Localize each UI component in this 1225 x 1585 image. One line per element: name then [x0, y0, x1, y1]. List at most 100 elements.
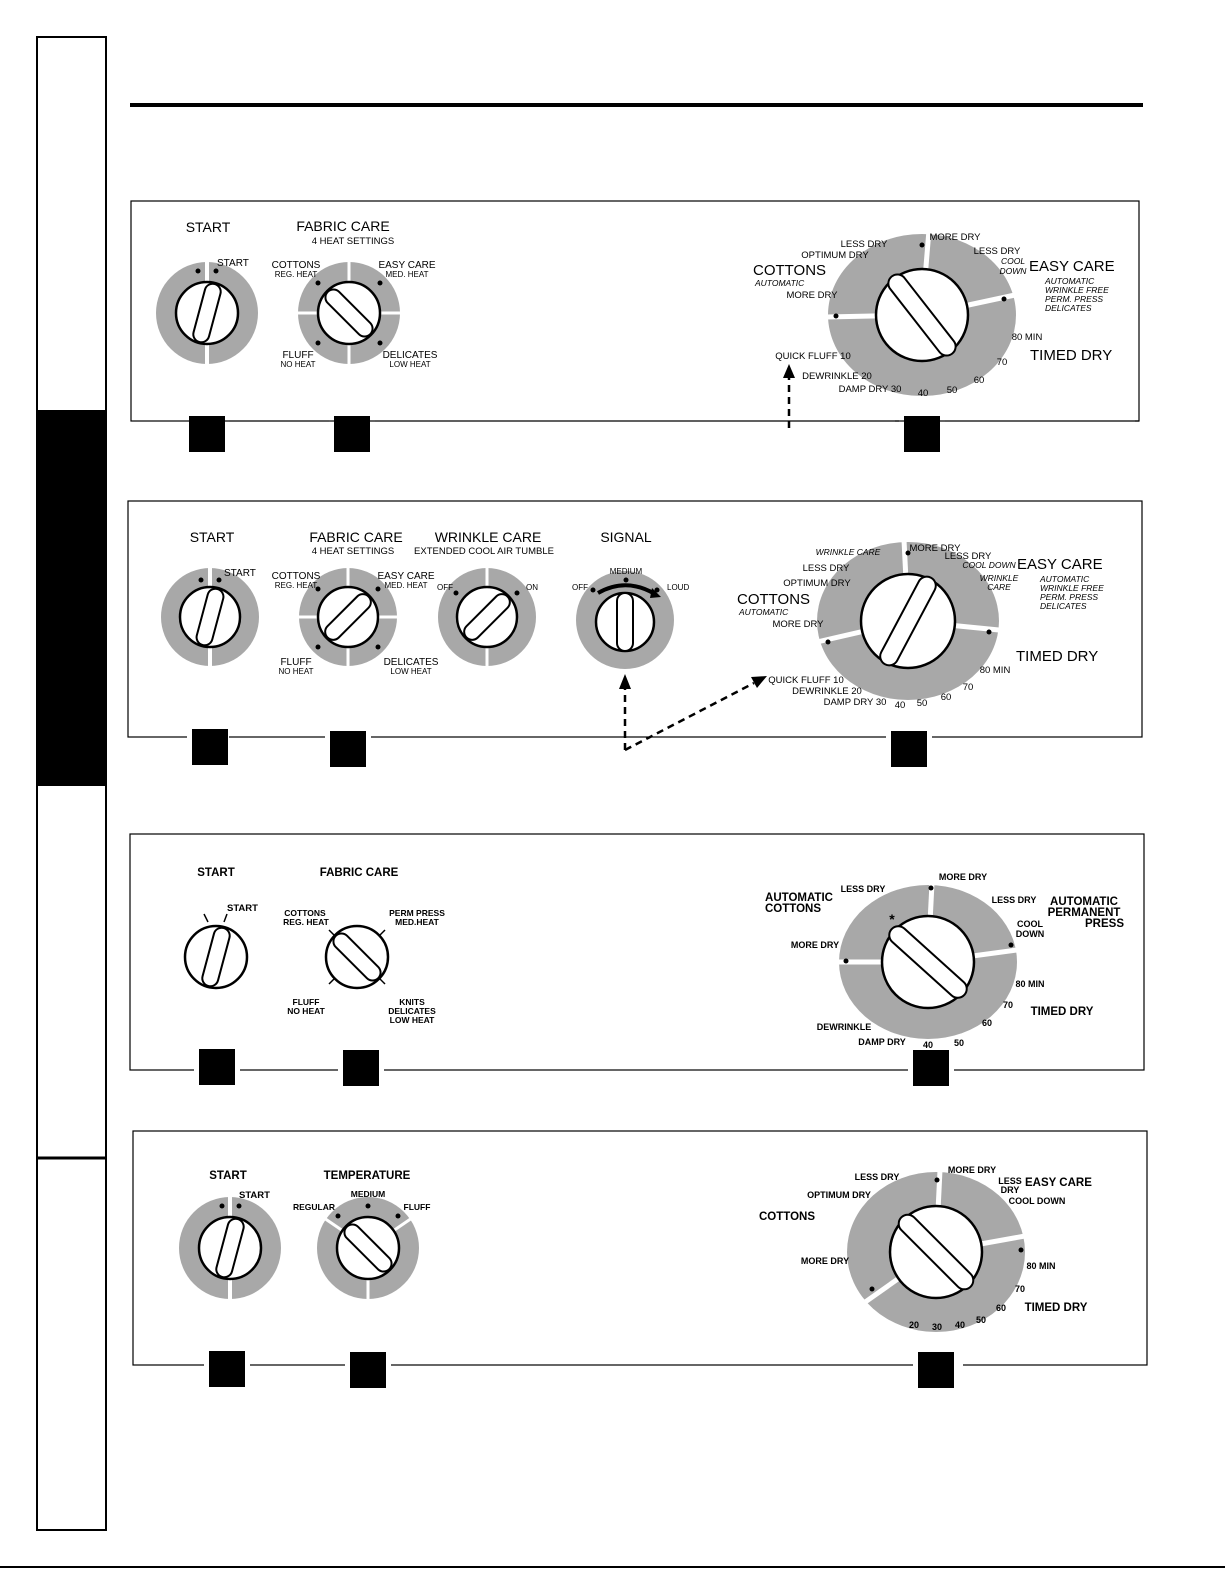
dial-label: EASY CARE — [1017, 556, 1103, 573]
start-knob[interactable]: START START — [179, 1170, 281, 1299]
knob-pointer — [324, 593, 372, 641]
dial-label: OPTIMUM DRY — [783, 578, 851, 589]
dial-label: DAMP DRY 30 — [839, 384, 902, 395]
knob-label: START — [217, 258, 249, 269]
dial-label: MORE DRY — [939, 872, 987, 882]
dial-label: AUTOMATIC — [1050, 896, 1118, 908]
timer-dial[interactable]: LESS DRY MORE DRY LESS EASY CARE DRY OPT… — [759, 1165, 1092, 1332]
dial-label: EASY CARE — [1029, 258, 1115, 275]
knob-heading: FABRIC CARE — [309, 529, 402, 545]
knob-pointer — [195, 587, 225, 647]
knob-label: REG. HEAT — [283, 917, 329, 927]
dial-label: PERM. PRESS — [1040, 592, 1098, 602]
start-knob[interactable]: START START — [156, 219, 258, 364]
dial-label: 70 — [1015, 1284, 1025, 1294]
knob-label: DELICATES — [384, 657, 439, 668]
wrinkle-care-knob[interactable]: WRINKLE CARE EXTENDED COOL AIR TUMBLE OF… — [414, 529, 554, 666]
knob-label: MED. HEAT — [385, 581, 428, 590]
callout-marker — [891, 731, 927, 767]
dial-label: WRINKLE FREE — [1040, 583, 1104, 593]
control-panel-3: START START FABRIC CARE COTTONS REG. HEA… — [129, 833, 1145, 1086]
knob-label: MED.HEAT — [395, 917, 440, 927]
dial-label: COTTONS — [737, 591, 810, 608]
dial-label: 80 MIN — [1015, 979, 1044, 989]
fabric-care-knob[interactable]: FABRIC CARE 4 HEAT SETTINGS COTTONS REG.… — [272, 529, 439, 676]
dial-label: CARE — [987, 582, 1011, 592]
dial-label: 40 — [955, 1320, 965, 1330]
dial-label: QUICK FLUFF 10 — [768, 675, 844, 686]
start-knob[interactable]: START START — [183, 867, 258, 990]
dial-label: 60 — [982, 1018, 992, 1028]
knob-pointer — [616, 592, 634, 652]
callout-marker — [330, 731, 366, 767]
knob-pointer — [463, 593, 511, 641]
dial-label: 80 MIN — [980, 665, 1011, 676]
dial-label: 30 — [932, 1322, 942, 1332]
knob-label: FLUFF — [282, 350, 313, 361]
knob-label: START — [224, 568, 256, 579]
callout-arrow — [783, 364, 795, 428]
dial-pointer — [879, 575, 937, 667]
knob-label: PERM PRESS — [389, 908, 445, 918]
dial-label: MORE DRY — [786, 290, 838, 301]
callout-arrow — [619, 674, 767, 752]
knob-label: FLUFF — [404, 1202, 431, 1212]
knob-label: MEDIUM — [610, 567, 643, 576]
callout-marker — [192, 729, 228, 765]
dial-label: MORE DRY — [791, 940, 839, 950]
callout-marker — [904, 416, 940, 452]
knob-label: FLUFF — [293, 997, 320, 1007]
knob-label: NO HEAT — [279, 667, 314, 676]
dial-label: LESS DRY — [841, 239, 888, 250]
dial-label: DRY — [1001, 1185, 1020, 1195]
dial-label: COTTONS — [765, 903, 821, 915]
knob-subheading: EXTENDED COOL AIR TUMBLE — [414, 546, 554, 557]
dial-label: PERM. PRESS — [1045, 294, 1103, 304]
knob-label: DELICATES — [388, 1006, 436, 1016]
temperature-knob[interactable]: TEMPERATURE MEDIUM REGULAR FLUFF — [293, 1170, 430, 1299]
dial-label: WRINKLE CARE — [816, 547, 881, 557]
dial-label: MORE DRY — [801, 1256, 849, 1266]
dial-label: DEWRINKLE — [817, 1022, 872, 1032]
dial-label: LESS DRY — [992, 895, 1037, 905]
dial-label: 80 MIN — [1012, 332, 1043, 343]
dial-label: COOL DOWN — [1009, 1196, 1066, 1206]
dial-label: LESS — [998, 1176, 1022, 1186]
knob-label: COTTONS — [272, 260, 321, 271]
fabric-care-knob[interactable]: FABRIC CARE COTTONS REG. HEAT PERM PRESS… — [283, 867, 445, 1025]
fabric-care-knob[interactable]: FABRIC CARE 4 HEAT SETTINGS COTTONS REG.… — [272, 218, 438, 369]
knob-heading: START — [186, 219, 231, 235]
timer-dial[interactable]: WRINKLE CARE MORE DRY LESS DRY LESS DRY … — [737, 539, 1104, 711]
dial-label: LESS DRY — [803, 563, 850, 574]
knob-heading: FABRIC CARE — [320, 867, 399, 879]
dial-label: DOWN — [1016, 929, 1045, 939]
callout-marker — [189, 416, 225, 452]
dial-label: TIMED DRY — [1016, 648, 1098, 665]
knob-label: FLUFF — [280, 657, 311, 668]
knob-pointer — [215, 1217, 245, 1279]
dial-label: TIMED DRY — [1030, 347, 1112, 364]
dial-label: 50 — [976, 1315, 986, 1325]
dial-label: WRINKLE — [980, 573, 1019, 583]
dial-label: COTTONS — [759, 1211, 815, 1223]
dial-label: PERMANENT — [1048, 907, 1121, 919]
knob-label: NO HEAT — [287, 1006, 325, 1016]
callout-marker — [334, 416, 370, 452]
knob-pointer — [324, 288, 374, 338]
dial-label: OPTIMUM DRY — [801, 250, 869, 261]
start-knob[interactable]: START START — [161, 529, 259, 666]
timer-dial[interactable]: MORE DRY AUTOMATIC LESS DRY COTTONS LESS… — [765, 872, 1124, 1050]
knob-label: START — [227, 903, 258, 914]
control-panel-2: START START FABRIC CARE 4 HEAT SETTINGS … — [127, 500, 1143, 767]
knob-label: REG. HEAT — [275, 270, 318, 279]
timer-dial[interactable]: LESS DRY MORE DRY OPTIMUM DRY LESS DRY C… — [753, 229, 1115, 399]
knob-label: LOW HEAT — [390, 1015, 436, 1025]
knob-label: LOUD — [667, 583, 689, 592]
dial-label: 50 — [917, 698, 928, 709]
knob-label: COTTONS — [272, 571, 321, 582]
knob-subheading: 4 HEAT SETTINGS — [312, 236, 395, 247]
knob-label: ON — [526, 583, 538, 592]
knob-heading: FABRIC CARE — [296, 218, 389, 234]
signal-knob[interactable]: SIGNAL MEDIUM OFF LOUD — [572, 529, 689, 669]
